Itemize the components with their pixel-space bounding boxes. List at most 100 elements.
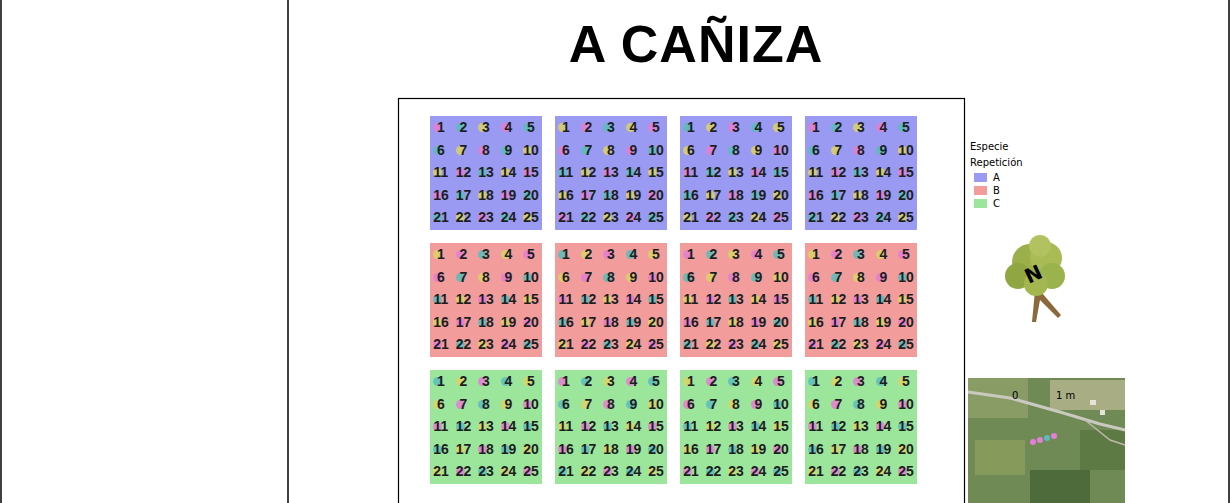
point-number: 2 [703,372,725,390]
point-number: 4 [623,118,645,136]
point-number: 1 [555,245,577,263]
point-number: 8 [475,268,497,286]
point-number: 2 [828,245,850,263]
point-number: 1 [805,245,827,263]
point-number: 25 [645,335,667,353]
point-number: 20 [895,186,917,204]
point-number: 16 [680,440,702,458]
point-number: 23 [475,335,497,353]
point-number: 6 [430,268,452,286]
point-number: 23 [475,462,497,480]
point-number: 17 [578,186,600,204]
point-number: 2 [703,118,725,136]
point-number: 3 [600,372,622,390]
point-number: 5 [770,118,792,136]
point-number: 10 [645,268,667,286]
point-number: 19 [873,313,895,331]
point-number: 20 [645,440,667,458]
point-number: 1 [555,372,577,390]
point-number: 22 [578,335,600,353]
point-number: 10 [645,395,667,413]
point-number: 3 [850,372,872,390]
point-number: 23 [850,208,872,226]
point-number: 9 [623,268,645,286]
point-number: 24 [873,335,895,353]
point-number: 10 [895,268,917,286]
point-number: 1 [680,245,702,263]
point-number: 17 [828,313,850,331]
map-frame [399,99,965,503]
point-number: 15 [520,417,542,435]
point-number: 10 [520,395,542,413]
point-number: 3 [850,245,872,263]
point-number: 12 [453,417,475,435]
point-number: 12 [453,163,475,181]
plot-square: 1234567891011121314151617181920212223242… [680,243,792,357]
point-number: 19 [873,186,895,204]
point-number: 6 [430,395,452,413]
point-number: 4 [748,372,770,390]
point-number: 18 [725,440,747,458]
point-number: 16 [555,440,577,458]
point-number: 15 [895,163,917,181]
plot-square: 1234567891011121314151617181920212223242… [805,116,917,230]
point-number: 25 [770,208,792,226]
point-number: 7 [453,268,475,286]
point-number: 16 [805,186,827,204]
point-number: 18 [850,440,872,458]
point-number: 9 [873,268,895,286]
point-number: 16 [555,186,577,204]
point-number: 24 [498,462,520,480]
point-number: 15 [645,417,667,435]
point-number: 4 [623,245,645,263]
point-number: 9 [748,141,770,159]
point-number: 8 [850,141,872,159]
point-number: 3 [475,245,497,263]
plot-square: 1234567891011121314151617181920212223242… [680,370,792,484]
plot-square: 1234567891011121314151617181920212223242… [555,116,667,230]
point-number: 24 [623,462,645,480]
point-number: 13 [600,290,622,308]
point-number: 20 [895,440,917,458]
point-number: 25 [770,335,792,353]
legend-subheading: Repetición [970,157,1023,169]
point-number: 11 [805,417,827,435]
point-number: 25 [895,208,917,226]
point-number: 24 [498,335,520,353]
point-number: 14 [623,290,645,308]
table-rule [0,0,2,503]
plot-square: 1234567891011121314151617181920212223242… [680,116,792,230]
point-number: 11 [430,163,452,181]
legend-label: B [993,184,1000,197]
north-letter: N [1021,260,1046,289]
point-number: 23 [850,462,872,480]
point-number: 22 [828,462,850,480]
point-number: 18 [475,186,497,204]
map-title: A CAÑIZA [400,14,992,74]
point-number: 5 [770,372,792,390]
point-number: 9 [748,268,770,286]
scale-label: 0 [1012,390,1018,402]
point-number: 1 [680,118,702,136]
point-number: 4 [748,118,770,136]
point-number: 13 [850,290,872,308]
point-number: 13 [475,163,497,181]
point-number: 12 [578,163,600,181]
point-number: 6 [805,395,827,413]
point-number: 5 [645,245,667,263]
point-number: 11 [430,417,452,435]
point-number: 1 [680,372,702,390]
point-number: 24 [748,462,770,480]
point-number: 4 [498,118,520,136]
point-number: 23 [850,335,872,353]
point-number: 19 [498,440,520,458]
plot-square: 1234567891011121314151617181920212223242… [430,116,542,230]
point-number: 6 [805,268,827,286]
point-number: 23 [725,208,747,226]
point-number: 6 [555,268,577,286]
point-number: 15 [895,417,917,435]
point-number: 7 [828,268,850,286]
point-number: 13 [600,417,622,435]
point-number: 13 [725,163,747,181]
point-number: 23 [600,335,622,353]
